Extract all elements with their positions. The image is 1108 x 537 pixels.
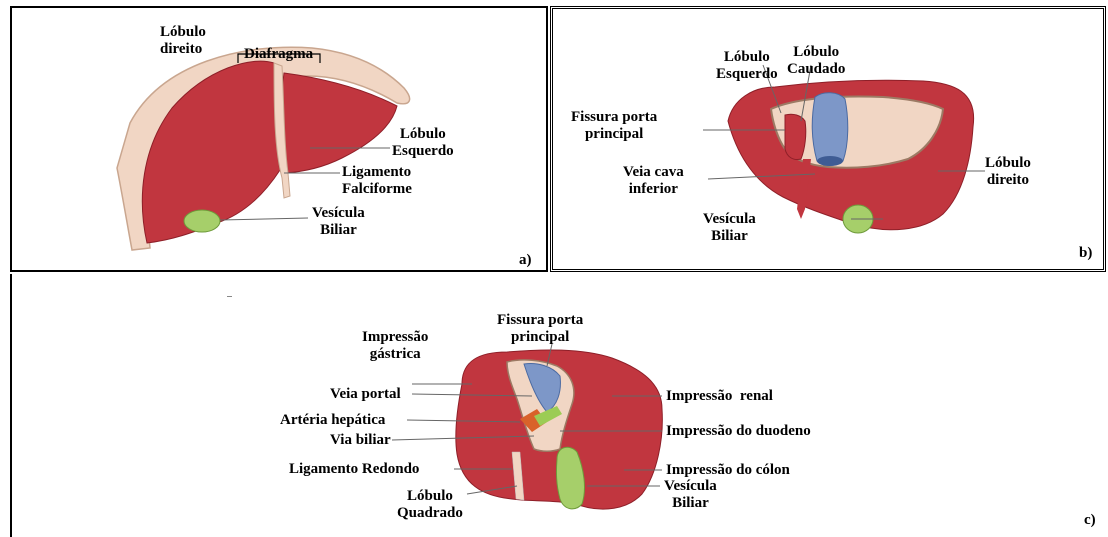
label-fissura-porta-principal: Fissura porta principal xyxy=(571,109,657,143)
panel-letter-c: c) xyxy=(1084,512,1096,529)
label-diafragma: Diafragma xyxy=(244,46,313,63)
label-lobulo-caudado: Lóbulo Caudado xyxy=(787,44,845,78)
label-ligamento-falciforme: Ligamento Falciforme xyxy=(342,164,412,198)
label-vesicula-biliar: Vesícula Biliar xyxy=(703,211,756,245)
label-vesicula-biliar: Vesícula Biliar xyxy=(312,205,365,239)
label-lobulo-esquerdo: Lóbulo Esquerdo xyxy=(716,49,778,83)
label-impressao-renal: Impressão renal xyxy=(666,388,773,405)
label-veia-cava-inferior: Veia cava inferior xyxy=(623,164,684,198)
panel-b: Lóbulo Esquerdo Lóbulo Caudado Fissura p… xyxy=(550,6,1106,272)
label-fissura-porta-principal: Fissura porta principal xyxy=(497,312,583,346)
label-lobulo-quadrado: Lóbulo Quadrado xyxy=(397,488,463,522)
label-vesicula-biliar: Vesícula Biliar xyxy=(664,478,717,512)
label-lobulo-direito: Lóbulo direito xyxy=(160,24,206,58)
panel-c: Impressão gástrica Fissura porta princip… xyxy=(10,274,1108,537)
label-impressao-colon: Impressão do cólon xyxy=(666,462,790,479)
label-lobulo-esquerdo: Lóbulo Esquerdo xyxy=(392,126,454,160)
label-arteria-hepatica: Artéria hepática xyxy=(280,412,385,429)
label-impressao-gastrica: Impressão gástrica xyxy=(362,329,428,363)
label-ligamento-redondo: Ligamento Redondo xyxy=(289,461,419,478)
panel-letter-b: b) xyxy=(1079,245,1092,262)
label-veia-portal: Veia portal xyxy=(330,386,401,403)
panel-letter-a: a) xyxy=(519,252,532,269)
panel-a: Lóbulo direito Diafragma Lóbulo Esquerdo… xyxy=(10,6,548,272)
label-lobulo-direito: Lóbulo direito xyxy=(985,155,1031,189)
label-impressao-duodeno: Impressão do duodeno xyxy=(666,423,811,440)
label-via-biliar: Via biliar xyxy=(330,432,391,449)
